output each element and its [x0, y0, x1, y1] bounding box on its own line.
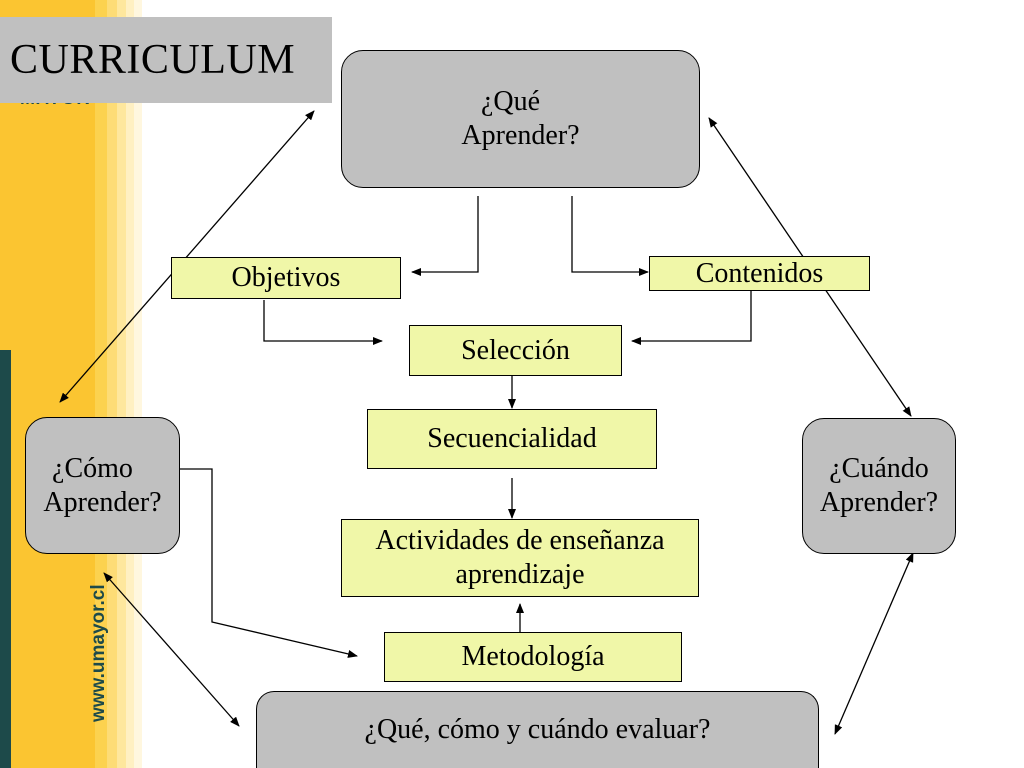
- connector-como-to-metodologia: [180, 468, 358, 658]
- node-actividades-line1: Actividades de enseñanza: [375, 525, 665, 557]
- connector-objetivos-to-seleccion: [263, 300, 383, 345]
- node-como-aprender: ¿Cómo Aprender?: [25, 417, 180, 554]
- page-title: CURRICULUM: [10, 37, 296, 83]
- node-como-aprender-line2: Aprender?: [43, 486, 162, 518]
- node-cuando-aprender-line2: Aprender?: [819, 487, 939, 518]
- sidebar-stripe-teal: [0, 350, 11, 768]
- title-box: CURRICULUM: [0, 17, 332, 103]
- node-como-aprender-line1: ¿Cómo: [52, 452, 133, 484]
- node-evaluar: ¿Qué, cómo y cuándo evaluar?: [256, 691, 819, 768]
- node-secuencialidad: Secuencialidad: [367, 409, 657, 469]
- connector-cuando-evaluar: [834, 552, 914, 735]
- node-cuando-aprender: ¿Cuándo Aprender?: [802, 418, 956, 554]
- node-metodologia-label: Metodología: [461, 641, 605, 673]
- node-cuando-aprender-line1: ¿Cuándo: [829, 453, 929, 485]
- node-que-aprender-line2: Aprender?: [461, 120, 580, 151]
- node-metodologia: Metodología: [384, 632, 682, 682]
- node-que-aprender-line1: ¿Qué: [480, 86, 541, 118]
- connector-que-to-contenidos: [571, 196, 649, 276]
- connector-que-to-objetivos: [411, 196, 479, 276]
- node-evaluar-label: ¿Qué, cómo y cuándo evaluar?: [364, 714, 711, 746]
- connector-como-evaluar: [103, 572, 240, 727]
- node-actividades: Actividades de enseñanza aprendizaje: [341, 519, 699, 597]
- node-que-aprender: ¿Qué Aprender?: [341, 50, 700, 188]
- node-seleccion: Selección: [409, 325, 622, 376]
- connector-contenidos-to-seleccion: [631, 291, 752, 345]
- node-actividades-line2: aprendizaje: [455, 559, 585, 590]
- node-seleccion-label: Selección: [461, 334, 570, 366]
- connector-curriculum-como: [59, 110, 315, 403]
- node-contenidos: Contenidos: [649, 256, 870, 291]
- node-contenidos-label: Contenidos: [695, 257, 824, 289]
- node-objetivos: Objetivos: [171, 257, 401, 299]
- node-objetivos-label: Objetivos: [231, 262, 341, 294]
- node-secuencialidad-label: Secuencialidad: [427, 423, 597, 455]
